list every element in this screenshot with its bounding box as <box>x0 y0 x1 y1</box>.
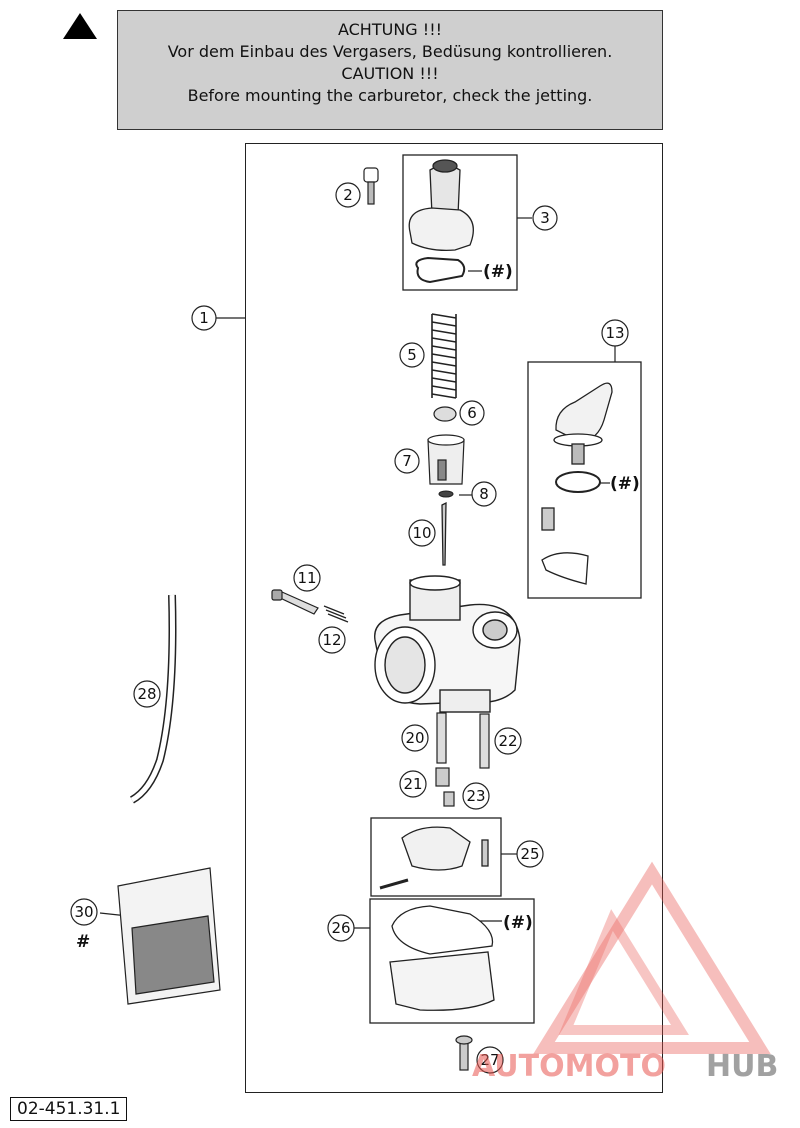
slide-7-icon <box>427 434 465 485</box>
hash-marker-30: # <box>76 932 90 952</box>
callout-7: 7 <box>402 452 412 470</box>
screw-2-icon <box>363 167 379 205</box>
callout-5: 5 <box>407 346 417 364</box>
ring-6-icon <box>433 406 457 422</box>
callout-22: 22 <box>498 732 517 750</box>
callout-30: 30 <box>74 903 93 921</box>
callout-10: 10 <box>412 524 431 542</box>
jet-23-icon <box>443 791 455 807</box>
callout-26: 26 <box>331 919 350 937</box>
jet-20-icon <box>436 712 447 764</box>
callout-circles <box>70 182 629 1074</box>
group-box-13 <box>527 361 642 599</box>
hash-marker-3: (#) <box>483 262 513 282</box>
screw-27-icon <box>455 1035 473 1071</box>
part-code: 02-451.31.1 <box>10 1097 128 1121</box>
carburetor-body-icon <box>374 575 521 713</box>
group-box-25 <box>370 817 502 897</box>
callout-28: 28 <box>137 685 156 703</box>
callout-8: 8 <box>479 485 489 503</box>
callout-3: 3 <box>540 209 550 227</box>
starter-13-icon <box>541 382 613 585</box>
callout-11: 11 <box>297 569 316 587</box>
callout-2: 2 <box>343 186 353 204</box>
screw-11-icon <box>271 589 319 615</box>
callout-23: 23 <box>466 787 485 805</box>
spring-12-icon <box>323 605 349 623</box>
warning-text-en: Before mounting the carburetor, check th… <box>187 86 593 105</box>
watermark-text-2: HUB <box>706 1049 778 1084</box>
jet-21-icon <box>435 767 450 787</box>
jet-22-icon <box>479 713 490 769</box>
hash-marker-26: (#) <box>503 913 533 933</box>
hose-28-icon <box>130 594 175 803</box>
clip-8-icon <box>438 490 454 498</box>
callout-21: 21 <box>403 775 422 793</box>
callout-27: 27 <box>480 1051 499 1069</box>
callout-20: 20 <box>405 729 424 747</box>
group-box-26 <box>369 898 535 1024</box>
watermark-triangle-icon <box>533 861 771 1054</box>
jet-kit-bag-30-icon <box>117 867 221 1005</box>
assembly-frame <box>245 143 663 1093</box>
warning-triangle-icon <box>63 13 97 39</box>
callout-25: 25 <box>520 845 539 863</box>
warning-text-de: Vor dem Einbau des Vergasers, Bedüsung k… <box>167 42 613 61</box>
watermark-text-1: AUTOMOTO <box>472 1049 666 1084</box>
watermark-logo <box>533 861 771 1054</box>
hash-marker-13: (#) <box>610 474 640 494</box>
callout-13: 13 <box>605 324 624 342</box>
float-bowl-26-icon <box>389 905 495 1011</box>
callout-6: 6 <box>467 404 477 422</box>
cover-3-icon <box>408 159 474 284</box>
callout-12: 12 <box>322 631 341 649</box>
warning-heading-en: CAUTION !!! <box>341 64 439 83</box>
spring-5-icon <box>431 313 457 399</box>
warning-heading-de: ACHTUNG !!! <box>337 20 443 39</box>
callout-1: 1 <box>199 309 209 327</box>
float-25-icon <box>379 826 489 890</box>
warning-box: ACHTUNG !!! Vor dem Einbau des Vergasers… <box>117 10 663 130</box>
group-box-3 <box>402 154 518 291</box>
needle-10-icon <box>441 501 447 566</box>
